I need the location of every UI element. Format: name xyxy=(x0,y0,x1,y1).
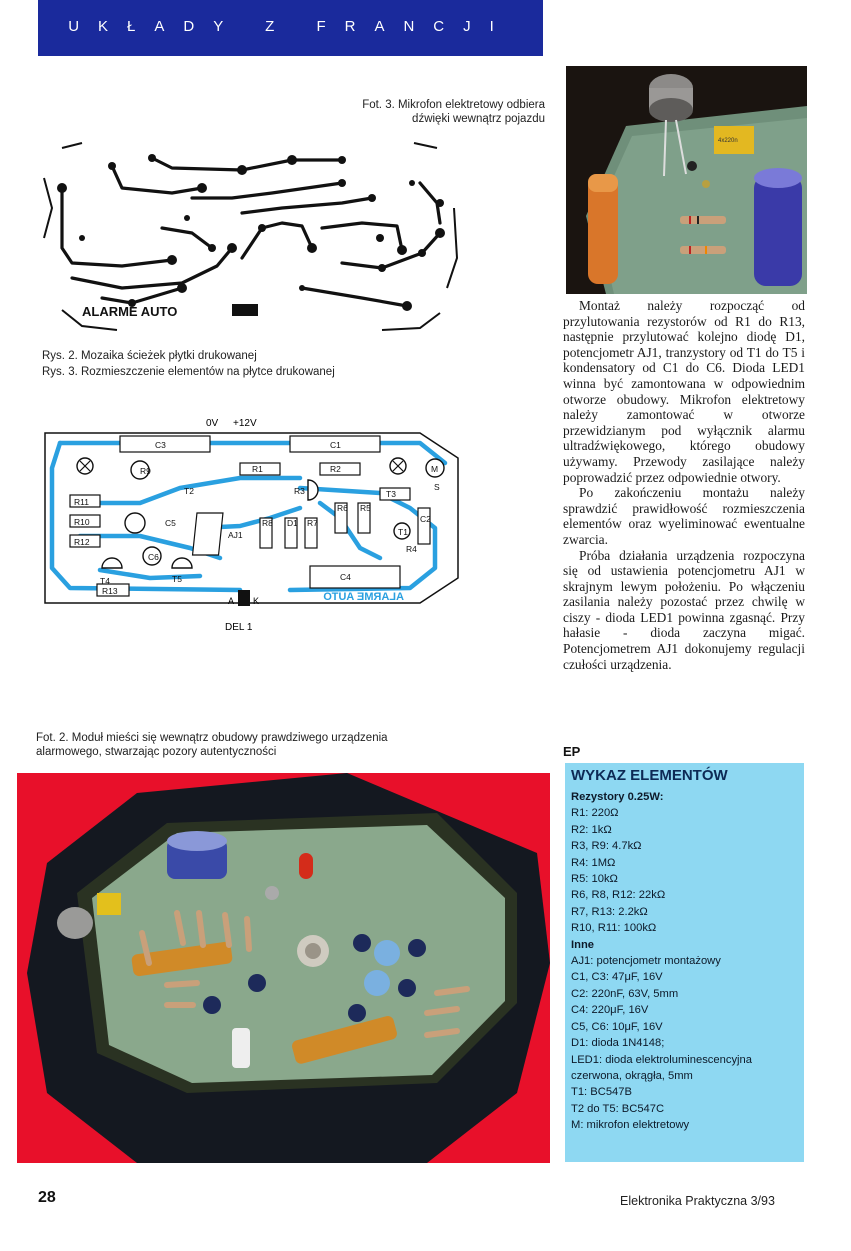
article-paragraph: Montaż należy rozpocząć od przylutowania… xyxy=(563,298,805,485)
list-item: R2: 1kΩ xyxy=(571,823,612,836)
parts-list-box: WYKAZ ELEMENTÓW Rezystory 0.25W: R1: 220… xyxy=(565,763,804,1162)
list-item: LED1: dioda elektroluminescencyjna czerw… xyxy=(571,1053,752,1082)
list-item: C5, C6: 10μF, 16V xyxy=(571,1020,663,1033)
svg-text:4x220n: 4x220n xyxy=(718,138,738,144)
label-k: K xyxy=(253,596,259,606)
list-item: R4: 1MΩ xyxy=(571,856,616,869)
component-label: R3 xyxy=(294,486,305,496)
component-label: C3 xyxy=(155,440,166,450)
component-label: R13 xyxy=(102,586,118,596)
caption-fot3-text: Fot. 3. Mikrofon elektretowy odbiera dźw… xyxy=(362,99,545,125)
label-a: A xyxy=(228,596,234,606)
list-item: T1: BC547B xyxy=(571,1086,632,1099)
component-label: R2 xyxy=(330,464,341,474)
article-paragraph: Próba działania urządzenia rozpoczyna si… xyxy=(563,547,805,672)
pcb-trace-mosaic: ALARME AUTO xyxy=(42,138,462,333)
component-label: AJ1 xyxy=(228,530,243,540)
component-label: R12 xyxy=(74,537,90,547)
list-item: AJ1: potencjometr montażowy xyxy=(571,955,721,968)
list-item: R6, R8, R12: 22kΩ xyxy=(571,889,666,902)
photo-microphone: 4x220n xyxy=(566,66,807,294)
label-12v: +12V xyxy=(233,418,257,429)
component-label: R8 xyxy=(262,518,273,528)
article-paragraph: Po zakończeniu montażu należy sprawdzić … xyxy=(563,485,805,547)
component-label: T3 xyxy=(386,489,396,499)
label-del1: DEL 1 xyxy=(225,622,253,633)
photo-module-in-housing xyxy=(17,773,550,1163)
component-label: T2 xyxy=(184,486,194,496)
label-mirrored-text: ALARME AUTO xyxy=(323,591,404,603)
page-number: 28 xyxy=(38,1189,56,1206)
component-label: C5 xyxy=(165,518,176,528)
article-body: Montaż należy rozpocząć od przylutowania… xyxy=(563,298,805,672)
caption-fot2: Fot. 2. Moduł mieści się wewnątrz obudow… xyxy=(36,731,556,759)
list-item: R7, R13: 2.2kΩ xyxy=(571,905,648,918)
component-label: T4 xyxy=(100,576,110,586)
component-label: C6 xyxy=(148,552,159,562)
label-0v: 0V xyxy=(206,418,219,429)
caption-rys2: Rys. 2. Mozaika ścieżek płytki drukowane… xyxy=(42,350,257,362)
resistor-header: Rezystory 0.25W: xyxy=(571,791,664,803)
list-item: T2 do T5: BC547C xyxy=(571,1102,665,1115)
component-label: T5 xyxy=(172,574,182,584)
component-label: R6 xyxy=(337,503,348,513)
caption-fot3: Fot. 3. Mikrofon elektretowy odbiera dźw… xyxy=(330,98,545,126)
caption-rys3: Rys. 3. Rozmieszczenie elementów na płyt… xyxy=(42,366,335,378)
component-label: M xyxy=(431,464,438,474)
component-label: R10 xyxy=(74,517,90,527)
component-label: R1 xyxy=(252,464,263,474)
component-label: C1 xyxy=(330,440,341,450)
list-item: C2: 220nF, 63V, 5mm xyxy=(571,987,679,1000)
component-label: R9 xyxy=(140,466,151,476)
component-label: R11 xyxy=(74,497,89,507)
component-label: D1 xyxy=(287,518,298,528)
list-item: D1: dioda 1N4148; xyxy=(571,1037,665,1050)
component-label: S xyxy=(434,482,440,492)
other-header: Inne xyxy=(571,938,594,951)
list-item: R1: 220Ω xyxy=(571,807,619,820)
list-item: C4: 220μF, 16V xyxy=(571,1004,649,1017)
pcb-mosaic-label: ALARME AUTO xyxy=(82,304,177,319)
caption-fot2-line2: alarmowego, stwarzając pozory autentyczn… xyxy=(36,746,277,758)
caption-fot2-line1: Fot. 2. Moduł mieści się wewnątrz obudow… xyxy=(36,732,388,744)
component-layout-diagram: 0V +12V xyxy=(40,408,470,638)
list-item: C1, C3: 47μF, 16V xyxy=(571,971,663,984)
author-signature: EP xyxy=(563,744,581,759)
section-header-band: UKŁADY Z FRANCJI xyxy=(38,0,543,56)
component-label: T1 xyxy=(398,527,408,537)
component-label: R5 xyxy=(360,503,371,513)
parts-list: Rezystory 0.25W: R1: 220Ω R2: 1kΩ R3, R9… xyxy=(571,789,801,1134)
component-label: R7 xyxy=(307,518,318,528)
section-title: UKŁADY Z FRANCJI xyxy=(68,18,513,35)
parts-list-title: WYKAZ ELEMENTÓW xyxy=(571,767,728,784)
list-item: R5: 10kΩ xyxy=(571,873,618,886)
list-item: M: mikrofon elektretowy xyxy=(571,1119,690,1132)
list-item: R3, R9: 4.7kΩ xyxy=(571,840,642,853)
component-label: R4 xyxy=(406,544,417,554)
component-label: C2 xyxy=(420,514,431,524)
component-label: C4 xyxy=(340,572,351,582)
journal-name: Elektronika Praktyczna 3/93 xyxy=(620,1194,775,1208)
list-item: R10, R11: 100kΩ xyxy=(571,922,657,935)
